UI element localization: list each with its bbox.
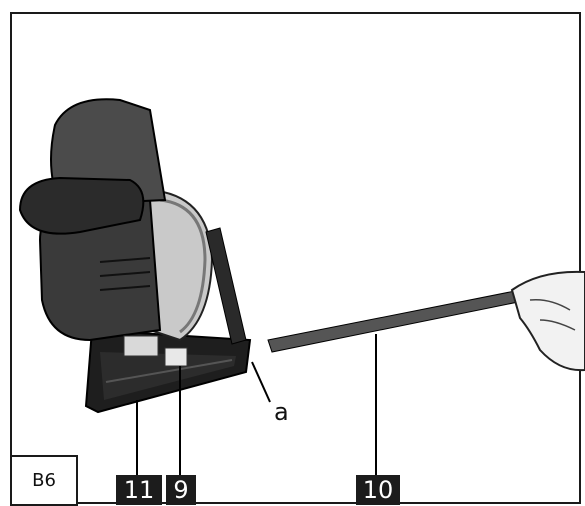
- callout-a: a: [274, 398, 289, 426]
- guide-bracket: [205, 227, 247, 345]
- saw-handle: [18, 176, 145, 235]
- callout-11: 11: [116, 475, 162, 505]
- parallel-guide-bar: [267, 289, 529, 353]
- leader-line-a: [251, 361, 271, 403]
- callout-10: 10: [356, 475, 400, 505]
- guide-lock-knob: [164, 347, 188, 367]
- callout-9: 9: [166, 475, 196, 505]
- saw-blade: [149, 188, 214, 342]
- figure-label: B6: [10, 455, 78, 506]
